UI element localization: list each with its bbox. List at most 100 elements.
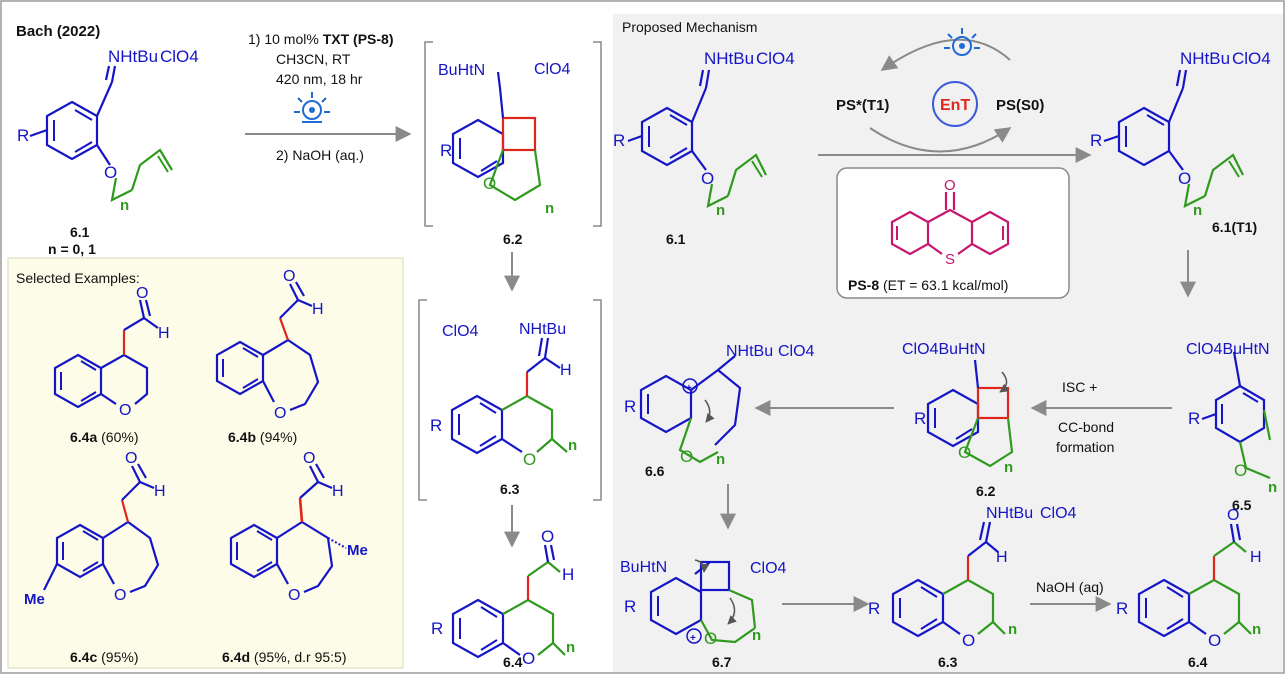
structure-ps8-thioxanthone bbox=[890, 192, 1010, 256]
r-group-6-4-left: R bbox=[431, 619, 443, 638]
clo4buhtn-label-6-5: ClO4BuHtN bbox=[1186, 341, 1270, 358]
structure-6-4-right bbox=[1137, 523, 1252, 638]
structure-6-3-left bbox=[450, 337, 568, 455]
n-6-6: n bbox=[716, 451, 725, 468]
label-6-1-right: 6.1 bbox=[666, 231, 686, 247]
label-6-3-left: 6.3 bbox=[500, 481, 520, 497]
r-group-6-5: R bbox=[1188, 409, 1200, 428]
structure-6-4-left bbox=[451, 544, 566, 659]
cation-6-6: + bbox=[686, 383, 692, 394]
oxygen-aldehyde-6-4b: O bbox=[283, 268, 295, 285]
perchlorate-label-6-6: ClO4 bbox=[778, 343, 815, 360]
label-6-4c: 6.4c (95%) bbox=[70, 649, 138, 665]
structure-6-2-left bbox=[451, 71, 542, 202]
lightbulb-icon bbox=[294, 92, 330, 123]
r-group-6-3-left: R bbox=[430, 416, 442, 435]
perchlorate-label-6-1: ClO4 bbox=[160, 47, 199, 66]
n-6-1-right: n bbox=[716, 202, 725, 219]
ps8-caption: PS-8 (ET = 63.1 kcal/mol) bbox=[848, 277, 1008, 293]
n-6-7: n bbox=[752, 627, 761, 644]
perchlorate-label-6-1-right: ClO4 bbox=[756, 49, 795, 68]
label-6-4d: 6.4d (95%, d.r 95:5) bbox=[222, 649, 347, 665]
ps-excited-label: PS*(T1) bbox=[836, 97, 889, 114]
label-6-4-right: 6.4 bbox=[1188, 654, 1208, 670]
label-6-7: 6.7 bbox=[712, 654, 732, 670]
oxygen-6-5: O bbox=[1234, 461, 1247, 480]
n-6-4-left: n bbox=[566, 639, 575, 656]
nhtbu-label-6-3-right: NHtBu bbox=[986, 505, 1033, 522]
lightbulb-icon-mechanism bbox=[944, 28, 980, 56]
imine-label-6-1-right: NHtBu bbox=[704, 49, 754, 68]
oxygen-ring-6-4c: O bbox=[114, 587, 126, 604]
ent-circle bbox=[932, 81, 978, 127]
n-6-1: n bbox=[120, 197, 129, 214]
methyl-6-4d: Me bbox=[347, 542, 368, 559]
panel-title-mechanism: Proposed Mechanism bbox=[622, 19, 757, 35]
examples-header: Selected Examples: bbox=[16, 270, 140, 286]
panel-title-bach: Bach (2022) bbox=[16, 23, 100, 40]
examples-panel-bg bbox=[7, 257, 404, 669]
h-label-6-3-right: H bbox=[996, 549, 1008, 566]
structure-6-3-right bbox=[891, 521, 1006, 638]
n-6-2: n bbox=[545, 200, 554, 217]
r-group-6-1-right: R bbox=[613, 131, 625, 150]
label-6-2-left: 6.2 bbox=[503, 231, 523, 247]
oxygen-6-1-t1: O bbox=[1178, 169, 1191, 188]
structure-6-1-t1 bbox=[1103, 69, 1244, 208]
structure-6-7 bbox=[649, 559, 757, 644]
r-group-6-2-right: R bbox=[914, 409, 926, 428]
n-6-3-left: n bbox=[568, 437, 577, 454]
nhtbu-label-6-6: NHtBu bbox=[726, 343, 773, 360]
oxygen-6-3-left: O bbox=[523, 450, 536, 469]
label-6-6: 6.6 bbox=[645, 463, 665, 479]
structure-6-5 bbox=[1201, 351, 1272, 480]
ent-label: EnT bbox=[940, 97, 970, 114]
h-aldehyde-6-4-left: H bbox=[562, 565, 574, 584]
label-6-4a: 6.4a (60%) bbox=[70, 429, 138, 445]
oxygen-6-1: O bbox=[104, 163, 117, 182]
ps8-oxygen: O bbox=[944, 177, 956, 194]
bracket-6-2 bbox=[424, 41, 602, 227]
structure-6-2-right bbox=[926, 359, 1014, 468]
structure-6-1-right bbox=[627, 69, 767, 208]
label-6-2-right: 6.2 bbox=[976, 483, 996, 499]
n-6-3-right: n bbox=[1008, 621, 1017, 638]
label-6-1: 6.1 bbox=[70, 224, 90, 240]
cycle-arrow-bottom bbox=[869, 127, 1012, 153]
oxygen-6-2-right: O bbox=[958, 443, 971, 462]
buhtn-label-6-2: BuHtN bbox=[438, 62, 485, 79]
h-aldehyde-6-4-right: H bbox=[1250, 549, 1262, 566]
bracket-6-3 bbox=[418, 299, 602, 501]
oxygen-aldehyde-6-4c: O bbox=[125, 450, 137, 467]
r-group-6-2: R bbox=[440, 141, 452, 160]
h-aldehyde-6-4c: H bbox=[154, 483, 166, 500]
oxygen-aldehyde-6-4-left: O bbox=[541, 527, 554, 546]
oxygen-ring-6-4a: O bbox=[119, 402, 131, 419]
condition-line3: 420 nm, 18 hr bbox=[276, 71, 363, 87]
ps-ground-label: PS(S0) bbox=[996, 97, 1044, 114]
r-group-6-1: R bbox=[17, 126, 29, 145]
label-6-5: 6.5 bbox=[1232, 497, 1252, 513]
cation-6-7: + bbox=[690, 633, 696, 644]
ps8-sulfur: S bbox=[945, 251, 955, 268]
perchlorate-label-6-1-t1: ClO4 bbox=[1232, 49, 1271, 68]
oxygen-6-1-right: O bbox=[701, 169, 714, 188]
naoh-label: NaOH (aq) bbox=[1036, 579, 1104, 595]
perchlorate-label-6-7: ClO4 bbox=[750, 560, 787, 577]
condition-line4: 2) NaOH (aq.) bbox=[276, 147, 364, 163]
oxygen-6-7: O bbox=[704, 629, 717, 648]
isc-line1: ISC + bbox=[1062, 379, 1097, 395]
buhtn-label-6-7: BuHtN bbox=[620, 559, 667, 576]
oxygen-ring-6-4d: O bbox=[288, 587, 300, 604]
structure-6-4a bbox=[53, 299, 159, 409]
h-aldehyde-6-4b: H bbox=[312, 301, 324, 318]
nhtbu-label-6-3-left: NHtBu bbox=[519, 321, 566, 338]
cycle-arrow-top bbox=[880, 38, 1011, 71]
condition-line2: CH3CN, RT bbox=[276, 51, 351, 67]
n-6-5: n bbox=[1268, 479, 1277, 496]
structure-6-6 bbox=[639, 355, 742, 464]
structure-6-4c bbox=[43, 463, 160, 594]
perchlorate-label-6-2: ClO4 bbox=[534, 61, 571, 78]
n-6-2-right: n bbox=[1004, 459, 1013, 476]
oxygen-aldehyde-6-4d: O bbox=[303, 450, 315, 467]
